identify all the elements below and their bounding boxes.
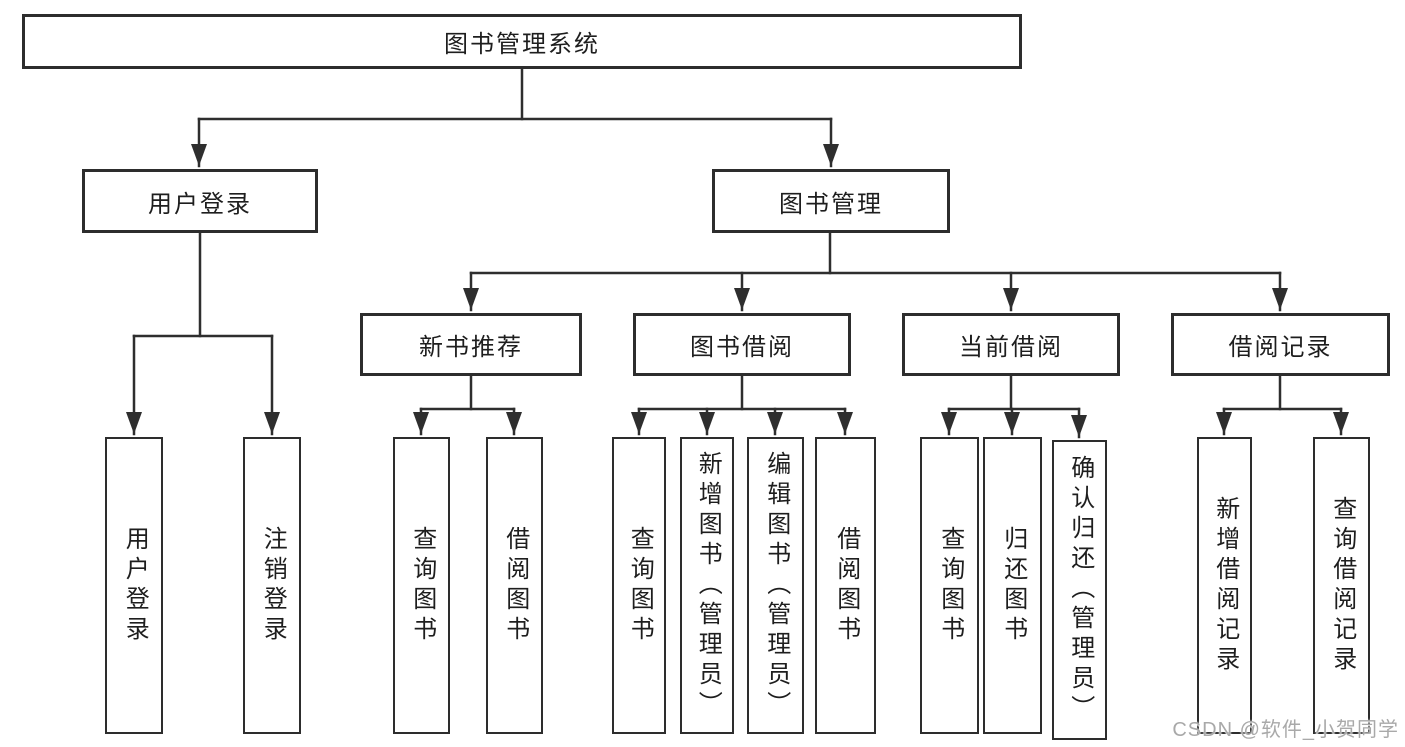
leaf-br-add-record: 新增借阅记录 bbox=[1197, 437, 1252, 734]
edge-root-to-level2 bbox=[191, 67, 839, 168]
leaf-bb-borrow-books: 借阅图书 bbox=[815, 437, 876, 734]
leaf-bb-query-books: 查询图书 bbox=[612, 437, 666, 734]
node-user-login: 用户登录 bbox=[82, 169, 318, 233]
edge-borrow-records-children bbox=[1216, 374, 1349, 436]
node-current-borrow: 当前借阅 bbox=[902, 313, 1120, 376]
node-borrow-records: 借阅记录 bbox=[1171, 313, 1390, 376]
node-book-management: 图书管理 bbox=[712, 169, 950, 233]
edge-current-borrow-children bbox=[941, 374, 1087, 439]
leaf-cb-query-books: 查询图书 bbox=[920, 437, 979, 734]
leaf-bb-add-books-admin: 新增图书（管理员） bbox=[680, 437, 734, 734]
node-book-borrow: 图书借阅 bbox=[633, 313, 851, 376]
edge-book-borrow-children bbox=[631, 374, 853, 436]
leaf-cb-return-books: 归还图书 bbox=[983, 437, 1042, 734]
leaf-bb-edit-books-admin: 编辑图书（管理员） bbox=[747, 437, 804, 734]
leaf-user-login: 用户登录 bbox=[105, 437, 163, 734]
leaf-rec-query-books: 查询图书 bbox=[393, 437, 450, 734]
edge-book-mgmt-children bbox=[463, 231, 1288, 312]
edge-user-login-children bbox=[126, 231, 280, 436]
node-new-book-recommend: 新书推荐 bbox=[360, 313, 582, 376]
leaf-cb-confirm-return-admin: 确认归还（管理员） bbox=[1052, 440, 1107, 740]
leaf-logout: 注销登录 bbox=[243, 437, 301, 734]
leaf-br-query-record: 查询借阅记录 bbox=[1313, 437, 1370, 734]
node-root-library-system: 图书管理系统 bbox=[22, 14, 1022, 69]
edge-new-book-rec-children bbox=[413, 374, 522, 436]
leaf-rec-borrow-books: 借阅图书 bbox=[486, 437, 543, 734]
